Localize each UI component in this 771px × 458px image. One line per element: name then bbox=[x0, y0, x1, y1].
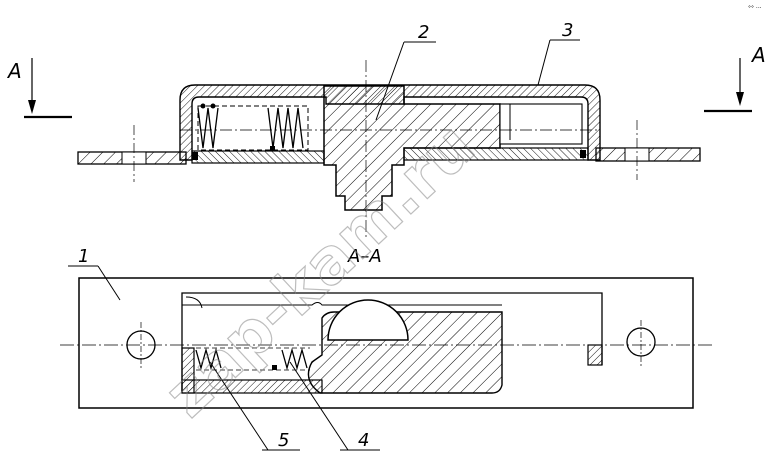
spring-end-dot-1 bbox=[200, 103, 206, 109]
seal-left bbox=[192, 152, 198, 160]
corner-note: °° ··· bbox=[748, 5, 762, 12]
callout-label-4: 4 bbox=[358, 430, 369, 451]
spring-stop-b bbox=[272, 365, 277, 370]
callout-3: 3 bbox=[537, 20, 580, 86]
callout-1: 1 bbox=[68, 246, 121, 301]
left-wall bbox=[181, 347, 195, 394]
callout-2: 2 bbox=[375, 22, 436, 121]
bottom-section-view bbox=[60, 277, 712, 409]
section-marker-left: A bbox=[6, 58, 72, 119]
latch-semicircle bbox=[327, 299, 409, 341]
spring-end-dot-2 bbox=[210, 103, 216, 109]
section-label-right: A bbox=[750, 43, 766, 67]
section-label-left: A bbox=[6, 59, 22, 83]
chamber-outline bbox=[181, 292, 603, 393]
spring-a bbox=[195, 347, 222, 371]
callout-label-2: 2 bbox=[418, 22, 429, 43]
callout-4: 4 bbox=[289, 361, 380, 451]
section-marker-right: A bbox=[704, 43, 766, 113]
spring-b bbox=[281, 347, 308, 371]
cover-slot bbox=[499, 103, 583, 145]
bolt-body bbox=[323, 85, 501, 211]
section-title: A–A bbox=[347, 246, 382, 267]
corner-arc bbox=[185, 296, 203, 309]
spring-guide bbox=[197, 105, 309, 151]
seal-right bbox=[580, 150, 586, 158]
housing-outline bbox=[78, 277, 694, 409]
callout-label-3: 3 bbox=[562, 20, 573, 41]
callout-5: 5 bbox=[209, 361, 300, 451]
top-section-view bbox=[77, 60, 701, 240]
spring-stop bbox=[270, 146, 275, 151]
right-tab bbox=[587, 344, 603, 366]
spring-left bbox=[197, 107, 219, 149]
chamber-inner bbox=[182, 302, 502, 306]
spring-right bbox=[267, 107, 304, 149]
callout-label-5: 5 bbox=[278, 430, 289, 451]
inner-plate-left bbox=[191, 150, 325, 164]
callout-label-1: 1 bbox=[78, 246, 89, 267]
